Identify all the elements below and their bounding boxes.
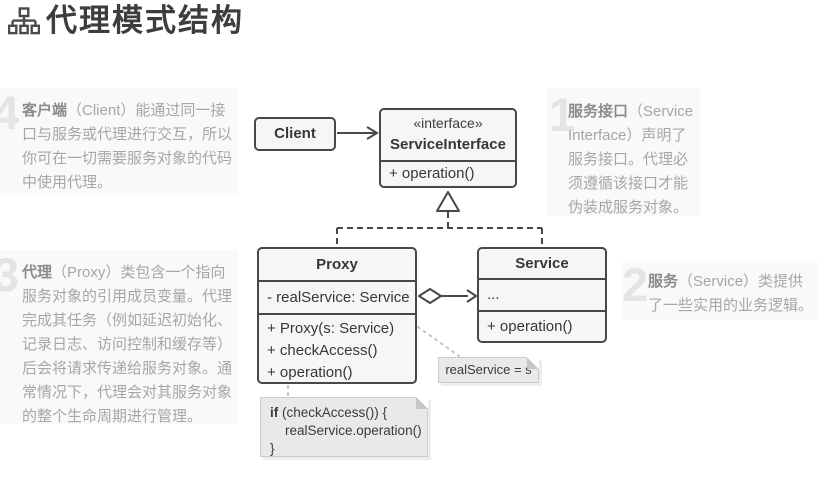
step-text: 客户端（Client）能通过同一接口与服务或代理进行交互，所以你可在一切需要服务… <box>22 99 232 195</box>
step-block-1-service-interface: 1 服务接口（Service Interface）声明了服务接口。代理必须遵循该… <box>547 88 700 216</box>
code-keyword: if <box>270 405 279 420</box>
attribute: ... <box>479 278 605 310</box>
class-name: Client <box>274 125 316 142</box>
class-name: Proxy <box>316 256 358 273</box>
step-block-3-proxy: 3 代理（Proxy）类包含一个指向服务对象的引用成员变量。代理完成其任务（例如… <box>0 248 238 425</box>
code-line: if (checkAccess()) { <box>270 404 418 422</box>
class-box-service-interface: «interface» ServiceInterface + operation… <box>379 108 517 188</box>
note-fold-corner-icon <box>416 397 428 409</box>
class-name: Service <box>515 255 569 272</box>
operation: + checkAccess() <box>267 342 378 359</box>
class-box-proxy: Proxy - realService: Service + Proxy(s: … <box>257 247 417 384</box>
aggregation-proxy-to-service <box>418 288 478 304</box>
step-text: 服务接口（Service Interface）声明了服务接口。代理必须遵循该接口… <box>568 100 696 220</box>
step-text: 服务（Service）类提供了一些实用的业务逻辑。 <box>648 270 816 318</box>
step-lead: 服务 <box>648 273 679 290</box>
class-header: «interface» ServiceInterface <box>381 110 515 160</box>
operation: + operation() <box>479 310 605 341</box>
class-name: ServiceInterface <box>390 136 506 153</box>
code-text: (checkAccess()) { <box>278 405 388 420</box>
association-client-to-interface <box>337 126 379 140</box>
step-block-2-service: 2 服务（Service）类提供了一些实用的业务逻辑。 <box>622 261 817 320</box>
step-lead: 服务接口 <box>568 103 629 120</box>
sitemap-icon <box>8 7 40 35</box>
realization-triangle <box>436 191 460 212</box>
stereotype-label: «interface» <box>413 115 483 131</box>
step-body: （Service Interface）声明了服务接口。代理必须遵循该接口才能伪装… <box>568 103 694 216</box>
step-text: 代理（Proxy）类包含一个指向服务对象的引用成员变量。代理完成其任务（例如延迟… <box>22 261 234 429</box>
page-title: 代理模式结构 <box>46 3 244 38</box>
step-number: 3 <box>0 248 20 301</box>
attribute: - realService: Service <box>259 280 415 313</box>
step-number: 4 <box>0 86 20 139</box>
operation: + operation() <box>381 160 515 186</box>
uml-note-code: if (checkAccess()) { realService.operati… <box>260 397 428 457</box>
note-fold-corner-icon <box>527 357 539 369</box>
operation: + operation() <box>267 364 353 381</box>
step-number: 2 <box>622 258 649 311</box>
code-line: realService.operation() <box>285 423 422 438</box>
class-box-client: Client <box>254 117 336 151</box>
step-lead: 客户端 <box>22 102 68 119</box>
step-body: （Proxy）类包含一个指向服务对象的引用成员变量。代理完成其任务（例如延迟初始… <box>22 264 233 425</box>
realization-dashed-lines <box>336 212 543 246</box>
step-lead: 代理 <box>22 264 53 281</box>
note-text: realService = s <box>445 362 532 377</box>
step-body: （Client）能通过同一接口与服务或代理进行交互，所以你可在一切需要服务对象的… <box>22 102 233 191</box>
code-line: } <box>270 441 275 456</box>
operation: + Proxy(s: Service) <box>267 320 395 337</box>
uml-note-assignment: realService = s <box>438 357 539 383</box>
step-block-4-client: 4 客户端（Client）能通过同一接口与服务或代理进行交互，所以你可在一切需要… <box>0 88 238 195</box>
step-number: 1 <box>549 88 576 141</box>
class-box-service: Service ... + operation() <box>477 247 607 343</box>
step-body: （Service）类提供了一些实用的业务逻辑。 <box>648 273 814 314</box>
